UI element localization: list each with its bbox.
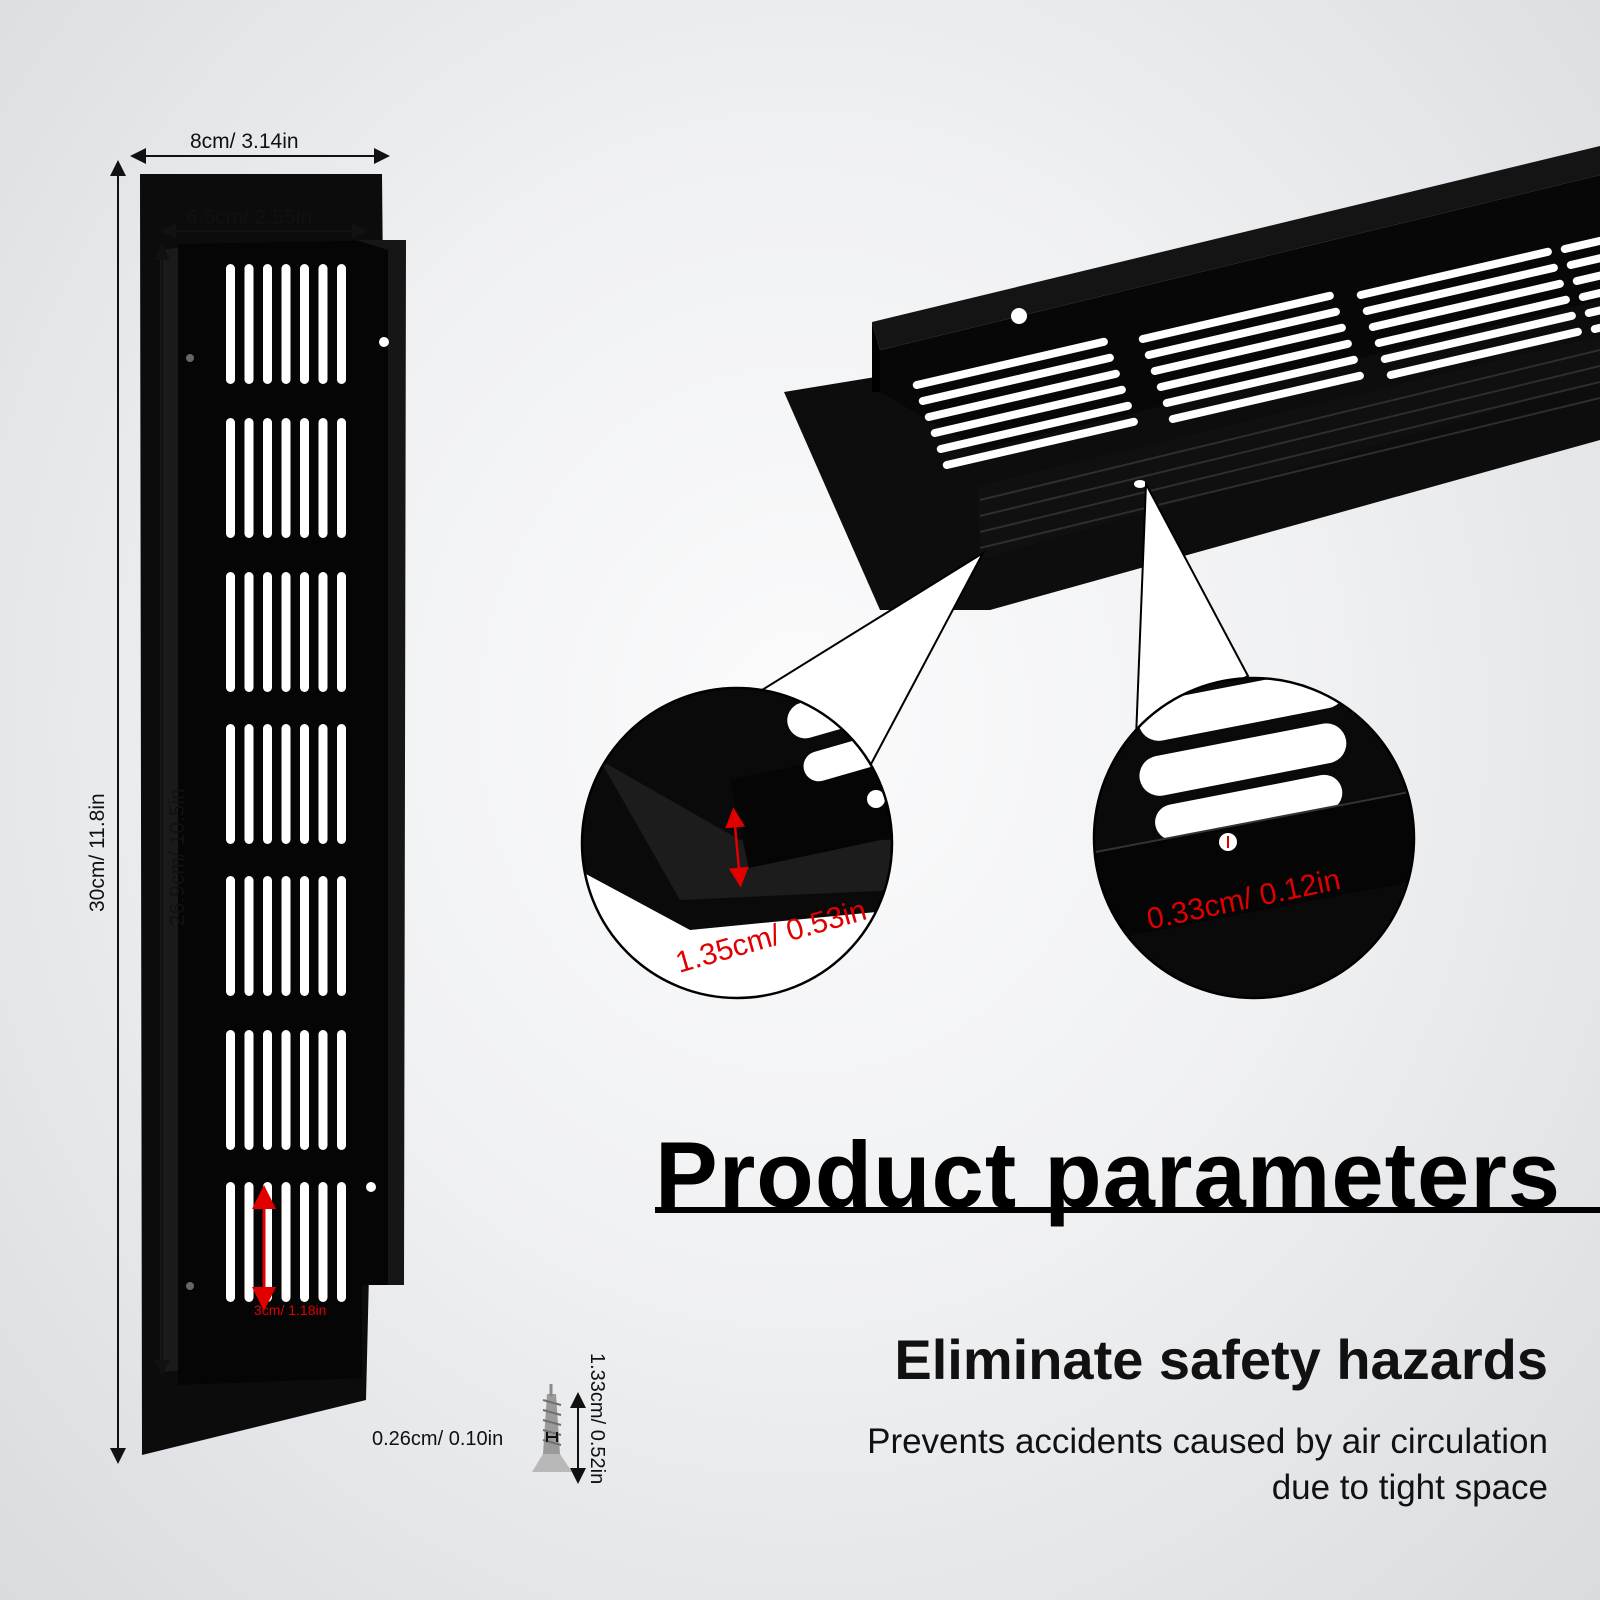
vent-slot (300, 572, 309, 692)
vent-slot (244, 1030, 254, 1150)
vent-slot (337, 572, 346, 692)
vent-slot (263, 876, 272, 996)
vent-slot (226, 418, 235, 538)
page-title: Product parameters (655, 1122, 1562, 1227)
vent-slot (244, 1182, 254, 1302)
screw-hole (186, 1282, 194, 1290)
vent-slot (300, 1182, 309, 1302)
vent-slot (300, 264, 309, 384)
vent-slot (1380, 311, 1576, 363)
front-channel (178, 240, 404, 1385)
vent-slot (1362, 263, 1558, 315)
vent-slot (318, 418, 328, 538)
vent-slot (318, 1030, 328, 1150)
screw-icon (532, 1384, 572, 1472)
vent-slot (318, 572, 328, 692)
vent-slot (226, 1182, 235, 1302)
title-underline (655, 1207, 1600, 1213)
vent-slot (263, 264, 272, 384)
vent-slot (244, 264, 254, 384)
vent-slot (300, 418, 309, 538)
subtitle: Eliminate safety hazards (894, 1328, 1548, 1391)
vent-slot (263, 724, 272, 844)
vent-slot (318, 1182, 328, 1302)
vent-slot (244, 876, 254, 996)
vent-slot (244, 418, 254, 538)
vent-slot (318, 724, 328, 844)
screw-hole (379, 337, 389, 347)
inner-width-label: 6.5cm/ 2.55in (186, 206, 313, 229)
vent-slot (281, 1182, 291, 1302)
inner-length-label: 26.9cm/ 10.5in (166, 788, 189, 926)
outer-width-label: 8cm/ 3.14in (190, 130, 299, 153)
vent-slot (918, 353, 1114, 405)
vent-slot (318, 876, 328, 996)
vent-slot (924, 369, 1120, 421)
vent-slot (226, 876, 235, 996)
vent-slot (1150, 323, 1346, 375)
vent-slot (337, 418, 346, 538)
vent-slot (281, 1030, 291, 1150)
vent-slot (1368, 279, 1564, 331)
vent-slot (337, 876, 346, 996)
vent-slot (281, 876, 291, 996)
vent-slot (263, 1030, 272, 1150)
vent-slot (936, 401, 1132, 453)
screw-hole (186, 354, 194, 362)
vent-slot (1374, 295, 1570, 347)
vent-slot (300, 1030, 309, 1150)
vent-slot (226, 1030, 235, 1150)
vent-slot (281, 418, 291, 538)
vent-slot (226, 724, 235, 844)
vent-slot (337, 724, 346, 844)
screw-hole (366, 1182, 376, 1192)
vent-slot (1144, 307, 1340, 359)
screw-length-label: 1.33cm/ 0.52in (586, 1353, 608, 1485)
vent-slot (1386, 327, 1582, 379)
vent-slot (281, 724, 291, 844)
vent-slot (1356, 247, 1552, 299)
vent-slot (263, 418, 272, 538)
screw-diameter-label: 0.26cm/ 0.10in (372, 1428, 504, 1450)
vent-slot (337, 1030, 346, 1150)
vent-slot (281, 264, 291, 384)
description-line-2: due to tight space (1271, 1468, 1548, 1507)
vent-slots (226, 264, 346, 1302)
vent-slot (244, 572, 254, 692)
vent-slot (281, 572, 291, 692)
zoom-circle-hole (1092, 676, 1416, 1000)
vent-slot (300, 876, 309, 996)
vent-slot (912, 337, 1108, 389)
vent-slot (263, 572, 272, 692)
vent-slot (337, 264, 346, 384)
angled-vent (784, 146, 1600, 610)
outer-length-label: 30cm/ 11.8in (86, 793, 109, 912)
vent-slot (226, 572, 235, 692)
right-flange (356, 240, 406, 1285)
vent-slot (1156, 339, 1352, 391)
description-line-1: Prevents accidents caused by air circula… (867, 1422, 1548, 1461)
vent-slot (1162, 355, 1358, 407)
vent-slot (244, 724, 254, 844)
slot-length-label: 3cm/ 1.18in (254, 1302, 327, 1318)
vent-slot (300, 724, 309, 844)
vent-slot (1138, 291, 1334, 343)
vent-slot (930, 385, 1126, 437)
vent-slot (1168, 371, 1364, 423)
vent-slot (226, 264, 235, 384)
vent-slot (942, 417, 1138, 469)
vent-slot (337, 1182, 346, 1302)
vent-slot (318, 264, 328, 384)
